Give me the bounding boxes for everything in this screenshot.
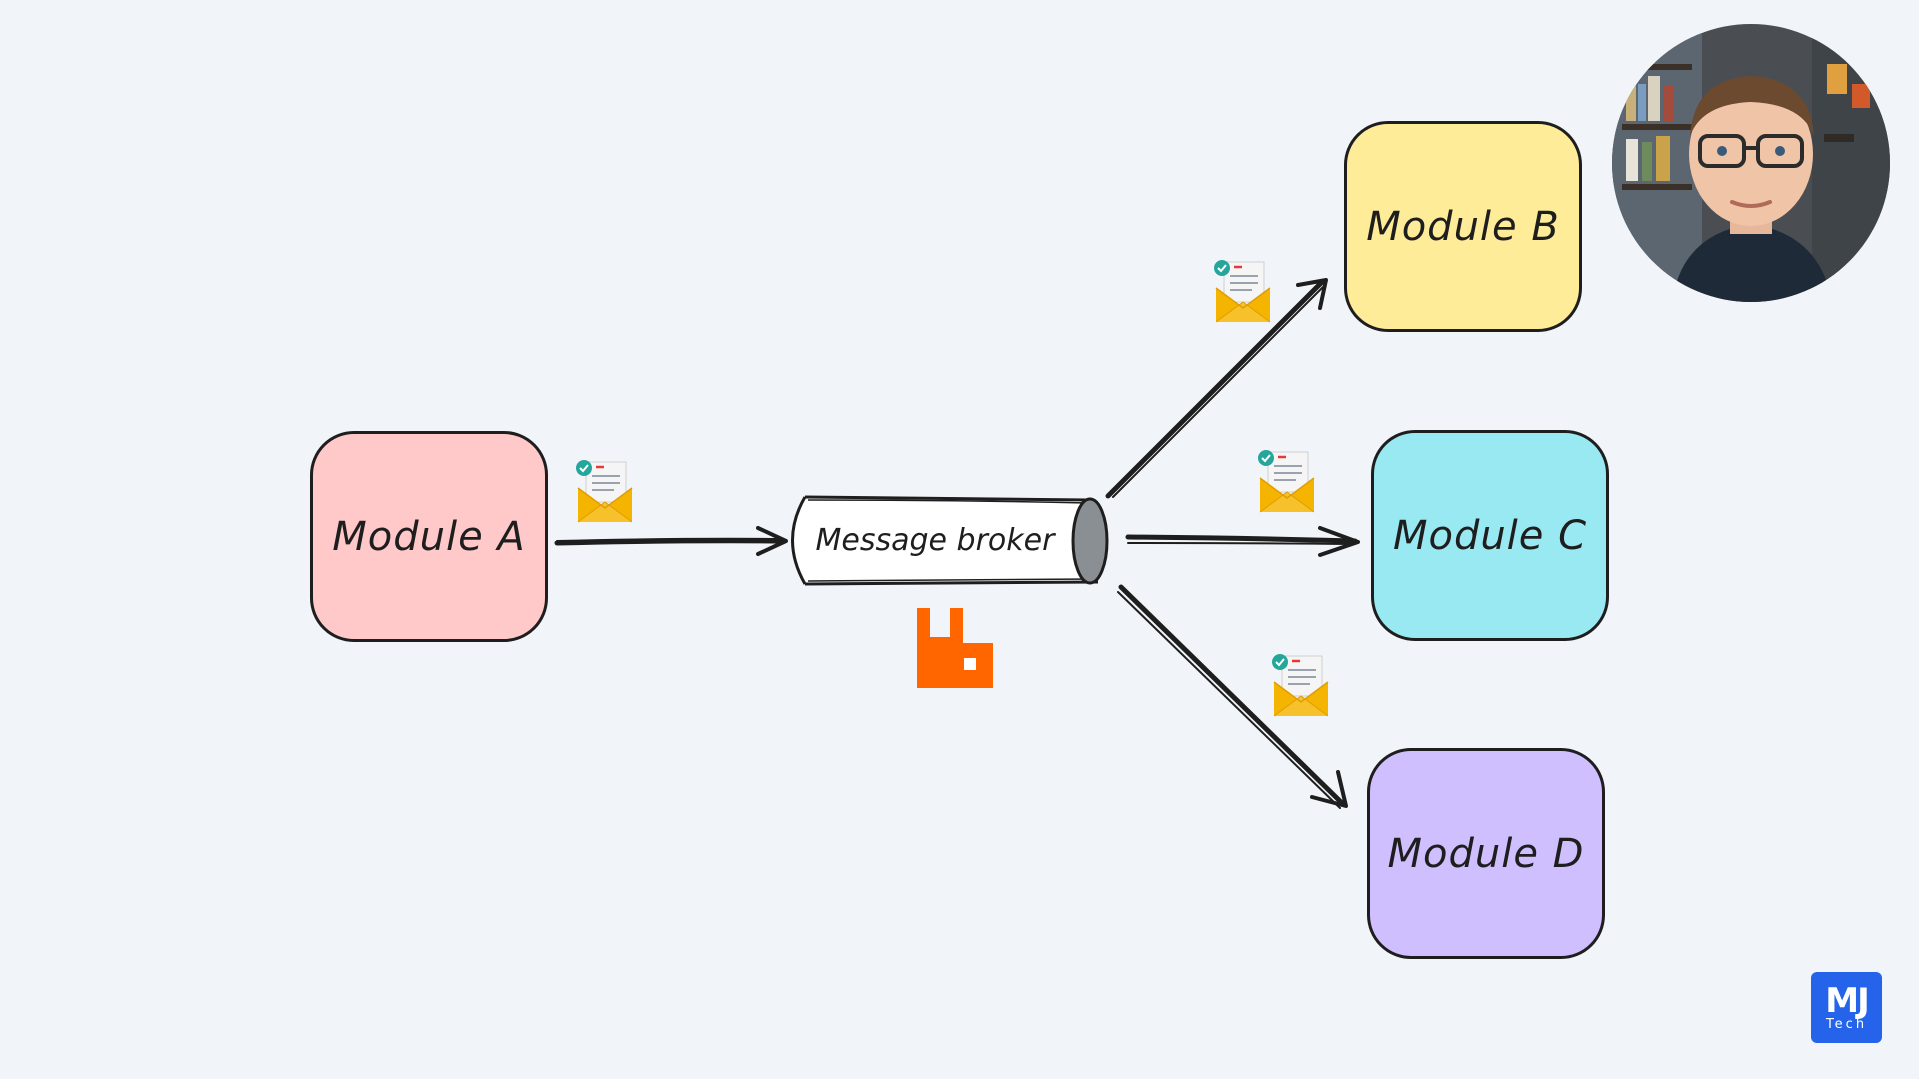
module-c-box: Module C [1371, 430, 1609, 641]
arrow-broker-to-module-c [1125, 526, 1360, 557]
arrow-broker-to-module-b [1105, 278, 1328, 499]
envelope-letter-icon [1272, 654, 1329, 717]
presenter-portrait-icon [1612, 24, 1890, 302]
module-b-box: Module B [1344, 121, 1582, 332]
logo-main-text: MJ [1825, 980, 1870, 1021]
envelope-letter-icon [1258, 450, 1315, 513]
envelope-letter-icon [576, 460, 633, 523]
module-d-label: Module D [1387, 830, 1585, 877]
module-a-box: Module A [310, 431, 548, 642]
envelope-letter-icon [1214, 260, 1271, 323]
message-broker-cylinder [791, 495, 1109, 586]
module-b-label: Module B [1366, 203, 1560, 250]
module-d-box: Module D [1367, 748, 1605, 959]
presenter-webcam-avatar [1612, 24, 1890, 302]
module-a-label: Module A [332, 513, 526, 560]
logo-sub-text: Tech [1825, 1016, 1868, 1032]
arrow-broker-to-module-d [1117, 584, 1348, 809]
arrow-a-to-broker [554, 526, 788, 556]
rabbitmq-logo-icon [917, 608, 993, 688]
mj-tech-logo: MJ Tech [1811, 972, 1882, 1043]
module-c-label: Module C [1392, 512, 1588, 559]
message-broker-label: Message broker [815, 522, 1055, 558]
